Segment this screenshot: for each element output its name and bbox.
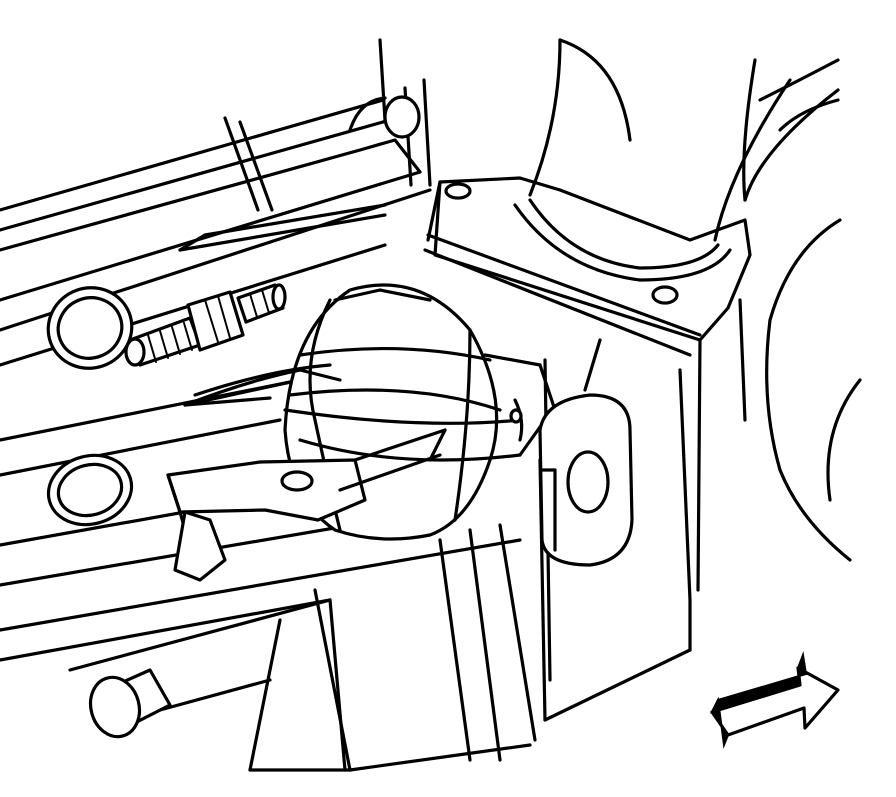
flange-stud-with-nut [124, 283, 287, 367]
manifold-outlet-flange [423, 176, 752, 357]
clamp-strap [183, 353, 557, 457]
exhaust-port-lower [46, 453, 134, 527]
side-mount-boss [538, 393, 634, 567]
forward-arrow-icon [710, 651, 840, 749]
upper-boss [383, 95, 421, 139]
lower-block [68, 523, 537, 772]
exhaust-downpipe [528, 38, 840, 242]
exhaust-port-upper [46, 286, 134, 370]
mounting-bracket [166, 428, 447, 582]
lower-boss [88, 668, 172, 739]
